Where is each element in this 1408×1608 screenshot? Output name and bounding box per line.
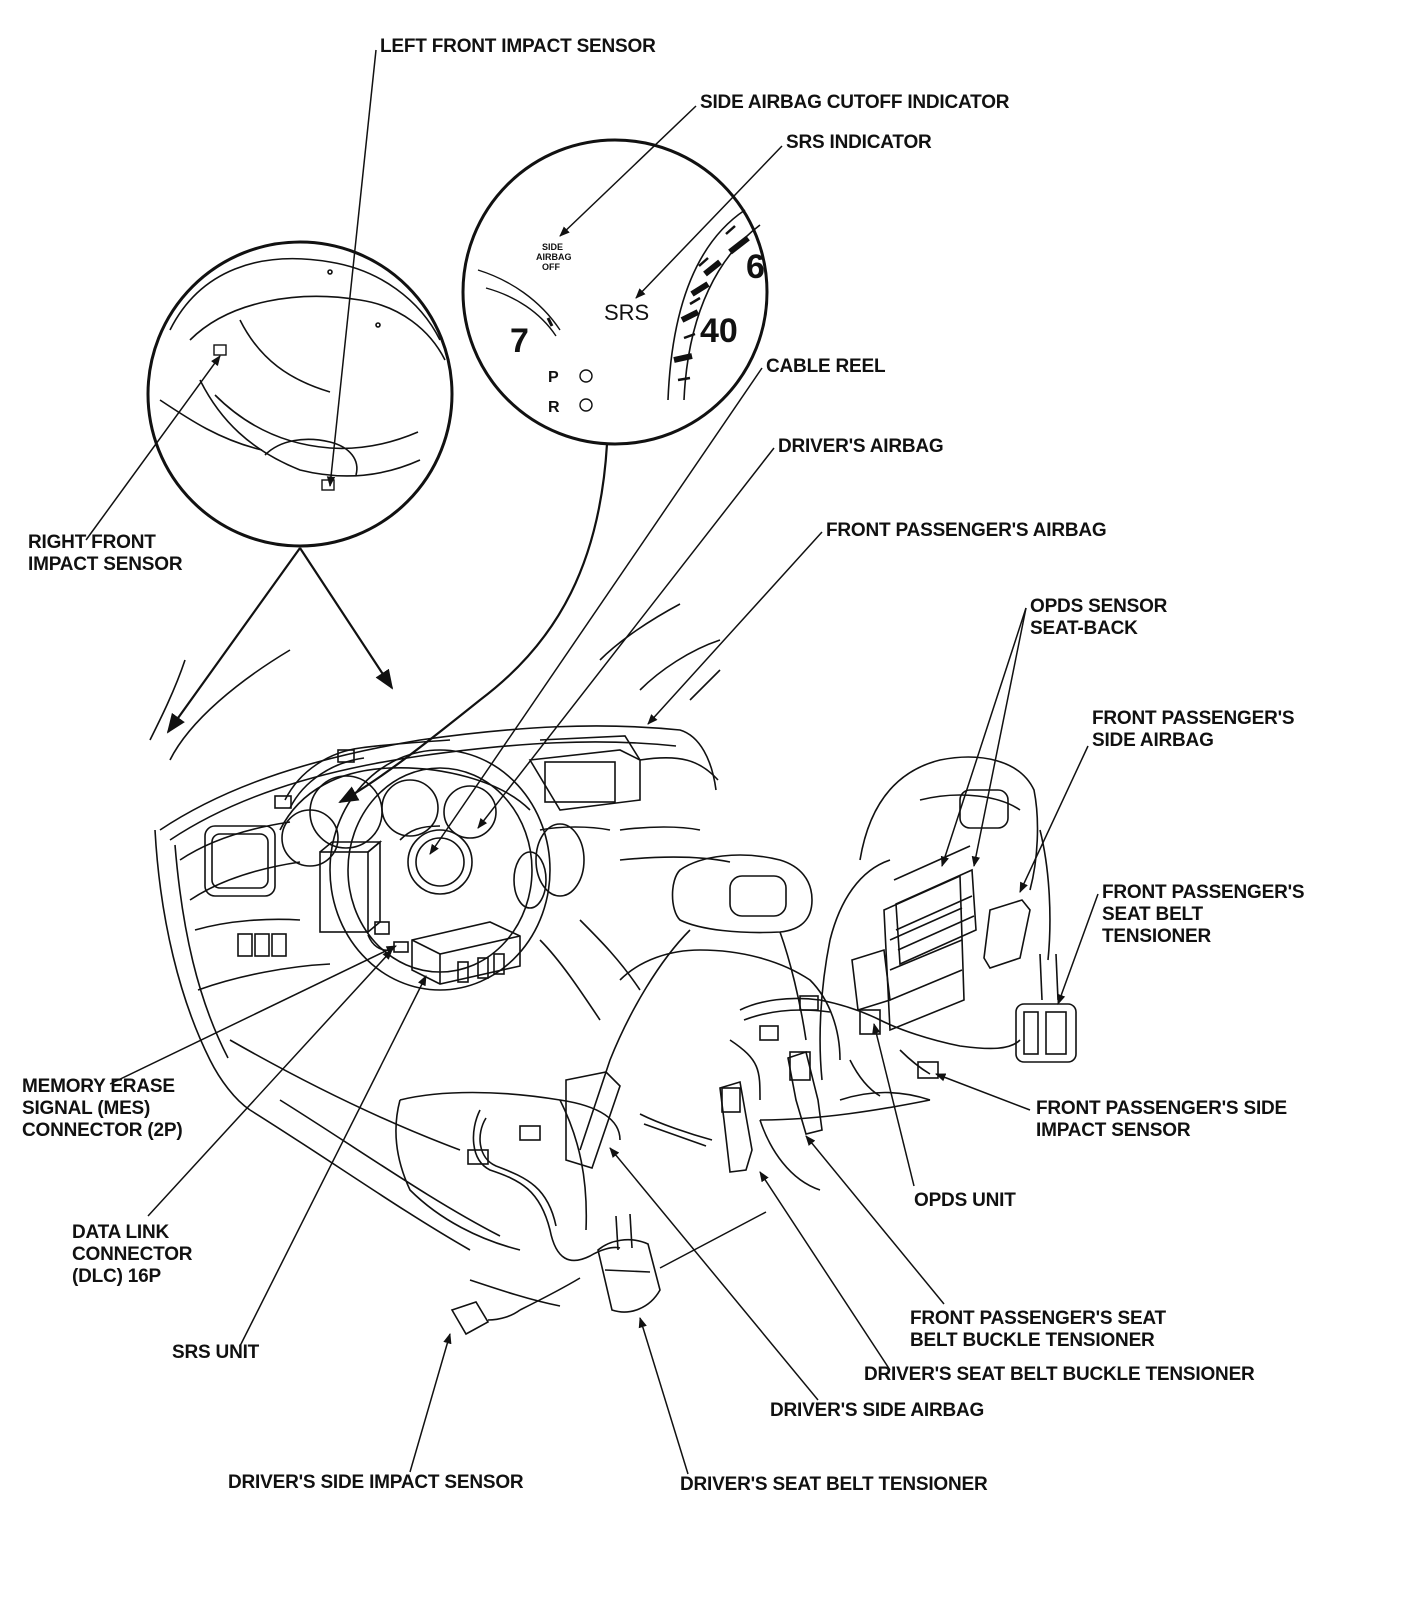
speedo-number-6: 6 bbox=[746, 248, 765, 286]
leader-lines bbox=[85, 49, 1099, 1475]
label-cable-reel: CABLE REEL bbox=[766, 356, 886, 377]
label-front-passengers-side-airbag: FRONT PASSENGER'S SIDE AIRBAG bbox=[1092, 708, 1295, 751]
label-drivers-seat-belt-tensioner: DRIVER'S SEAT BELT TENSIONER bbox=[680, 1474, 988, 1495]
label-front-passengers-airbag: FRONT PASSENGER'S AIRBAG bbox=[826, 520, 1107, 541]
label-left-front-impact-sensor: LEFT FRONT IMPACT SENSOR bbox=[380, 36, 656, 57]
label-front-passengers-side-impact-sensor: FRONT PASSENGER'S SIDE IMPACT SENSOR bbox=[1036, 1098, 1288, 1141]
srs-indicator-text: SRS bbox=[604, 300, 649, 325]
vehicle-interior-drawing bbox=[149, 603, 1077, 1336]
label-drivers-seat-belt-buckle-tensioner: DRIVER'S SEAT BELT BUCKLE TENSIONER bbox=[864, 1364, 1255, 1385]
label-front-passengers-seat-belt-buckle-tensioner: FRONT PASSENGER'S SEAT BELT BUCKLE TENSI… bbox=[910, 1308, 1166, 1351]
label-right-front-impact-sensor: RIGHT FRONT IMPACT SENSOR bbox=[28, 532, 183, 575]
label-data-link-connector: DATA LINK CONNECTOR (DLC) 16P bbox=[72, 1222, 193, 1287]
label-srs-unit: SRS UNIT bbox=[172, 1342, 260, 1363]
label-front-passengers-seat-belt-tensioner: FRONT PASSENGER'S SEAT BELT TENSIONER bbox=[1102, 882, 1305, 947]
side-airbag-off-text-2: AIRBAG bbox=[536, 252, 572, 262]
label-drivers-airbag: DRIVER'S AIRBAG bbox=[778, 436, 944, 457]
label-drivers-side-airbag: DRIVER'S SIDE AIRBAG bbox=[770, 1400, 985, 1421]
gear-r-text: R bbox=[548, 399, 560, 416]
label-opds-unit: OPDS UNIT bbox=[914, 1190, 1016, 1211]
front-impact-sensor-detail-view bbox=[146, 240, 454, 548]
gear-p-text: P bbox=[548, 369, 559, 386]
label-memory-erase-signal-connector: MEMORY ERASE SIGNAL (MES) CONNECTOR (2P) bbox=[22, 1076, 183, 1141]
side-airbag-off-text-3: OFF bbox=[542, 262, 560, 272]
speedo-number-40: 40 bbox=[700, 312, 738, 350]
side-airbag-off-text-1: SIDE bbox=[542, 242, 563, 252]
tach-number-7: 7 bbox=[510, 322, 529, 360]
instrument-cluster-detail-view: SIDE AIRBAG OFF SRS 7 6 40 P R bbox=[461, 138, 769, 446]
label-opds-sensor-seat-back: OPDS SENSOR SEAT-BACK bbox=[1030, 596, 1168, 639]
label-side-airbag-cutoff-indicator: SIDE AIRBAG CUTOFF INDICATOR bbox=[700, 92, 1010, 113]
label-drivers-side-impact-sensor: DRIVER'S SIDE IMPACT SENSOR bbox=[228, 1472, 524, 1493]
label-srs-indicator: SRS INDICATOR bbox=[786, 132, 932, 153]
